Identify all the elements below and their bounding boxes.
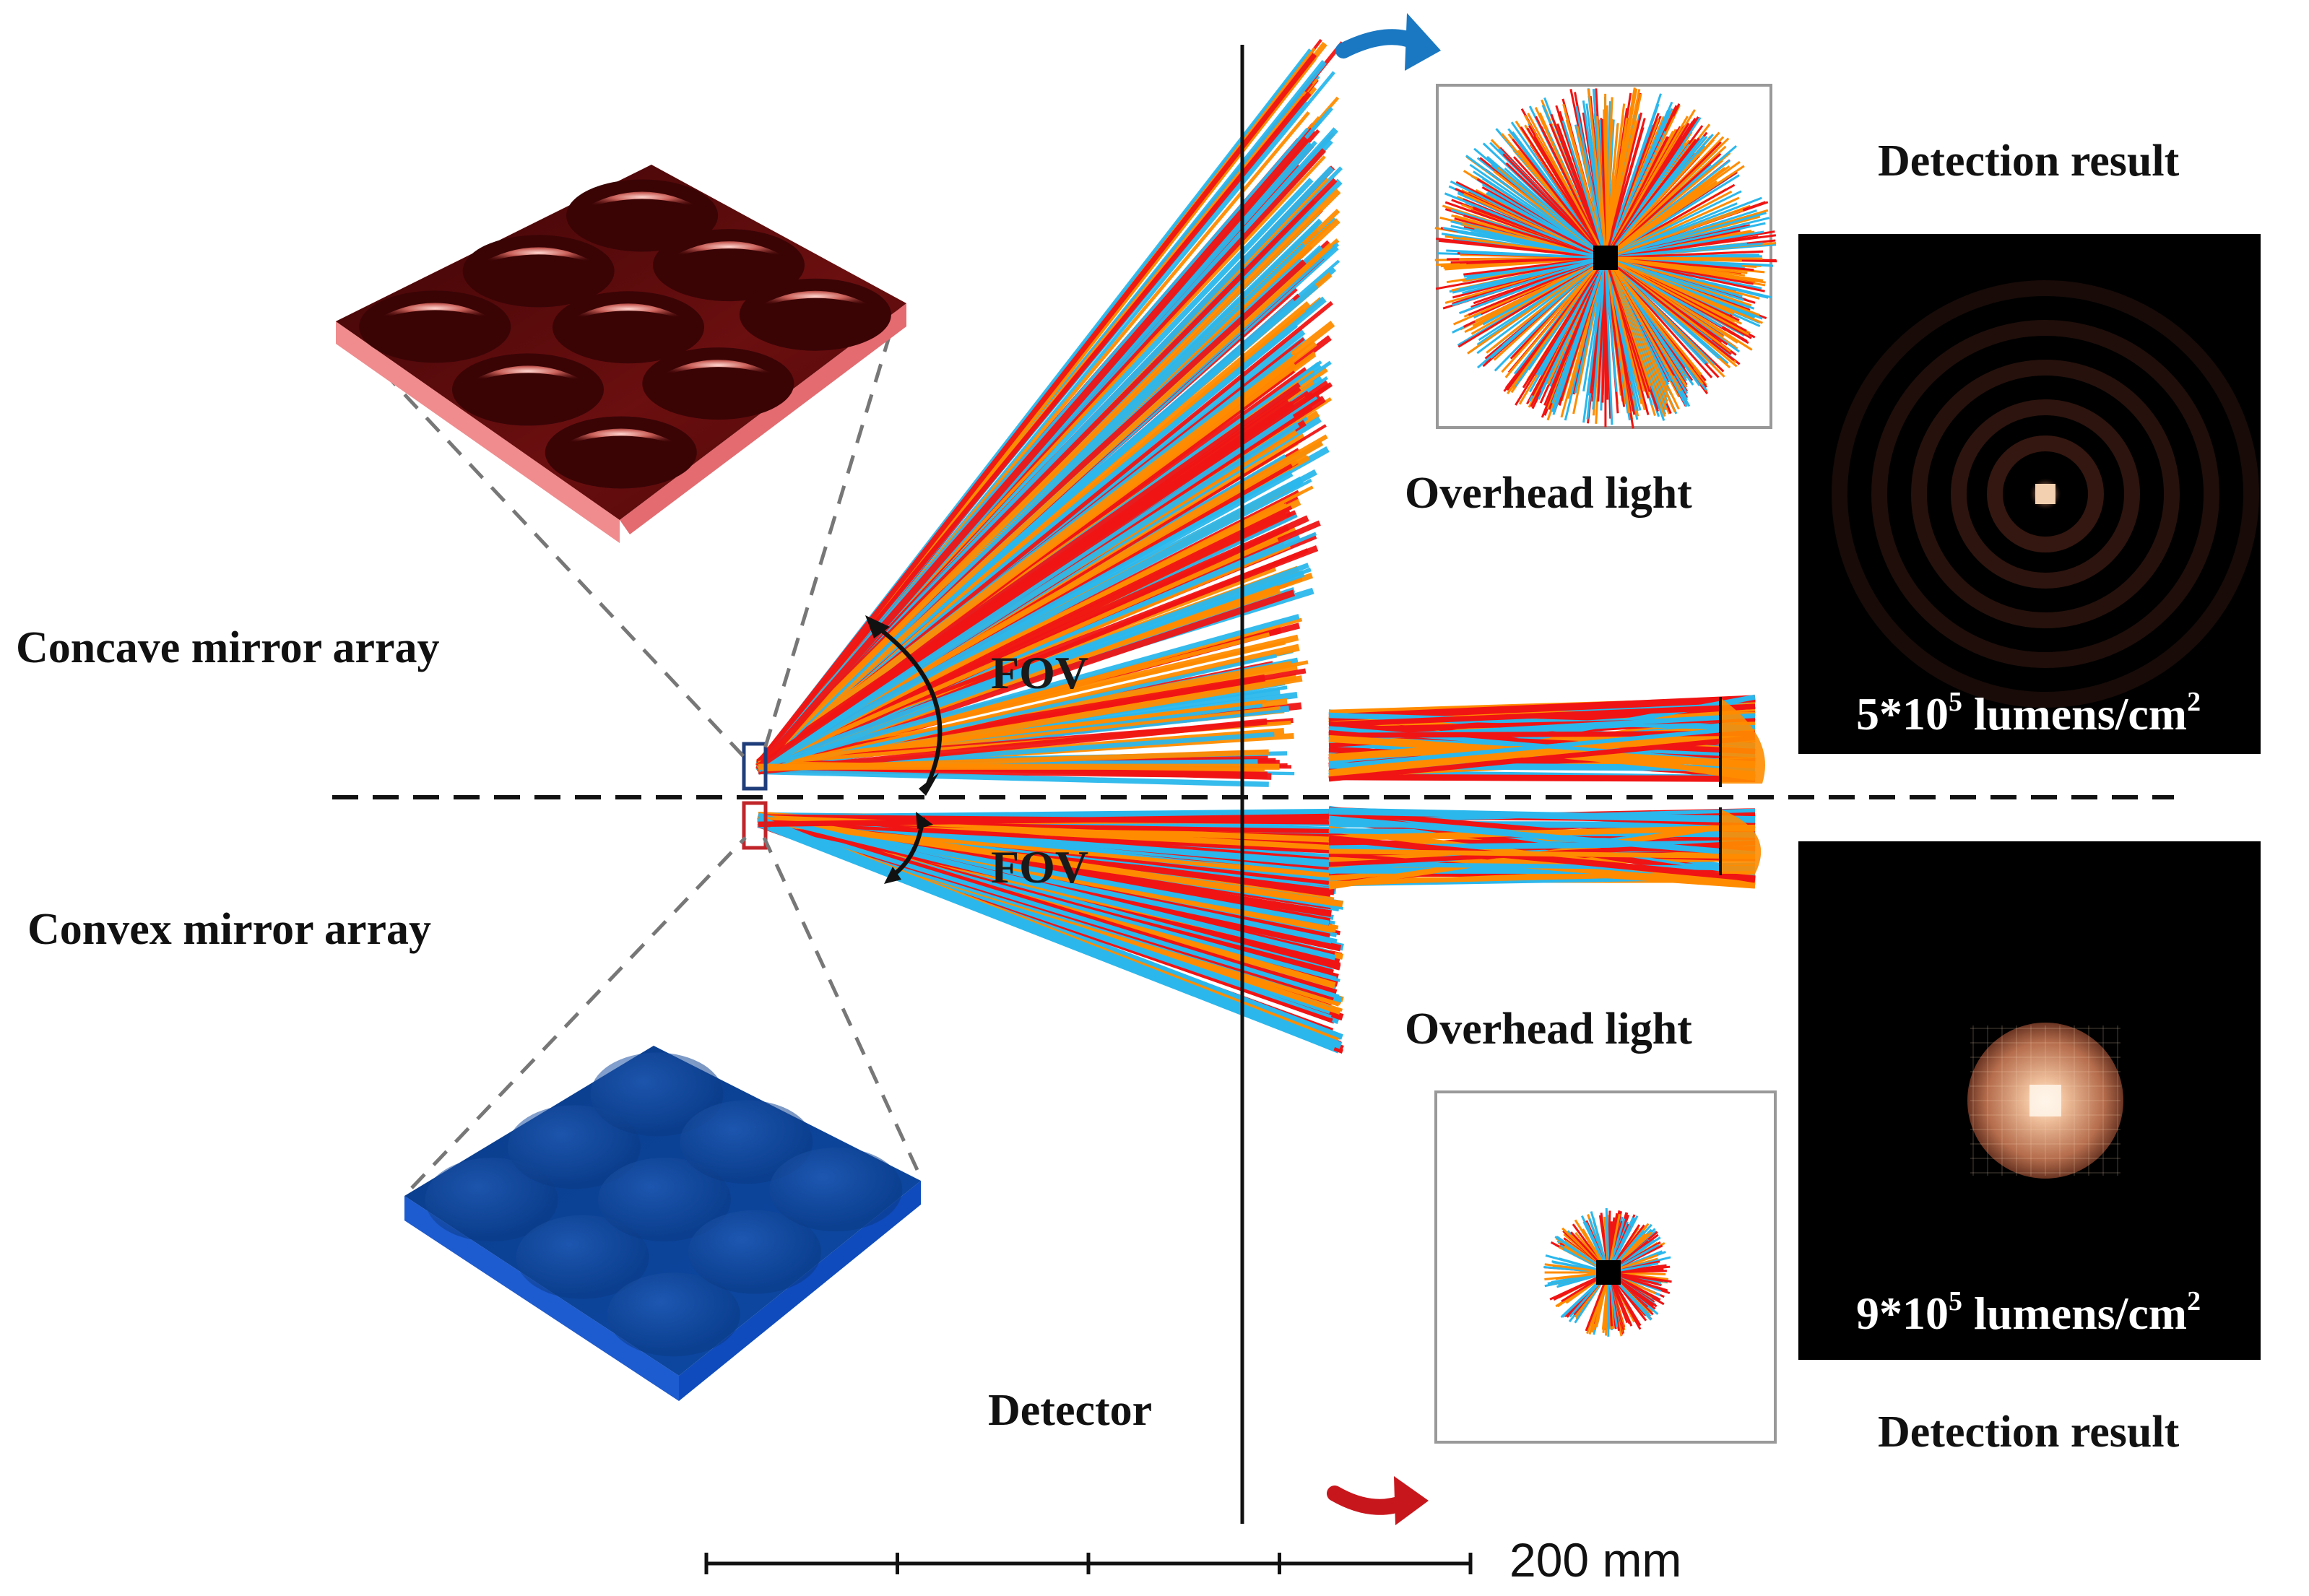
detection-result-bottom-label: Detection result bbox=[1878, 1408, 2180, 1457]
detection-result-top-label: Detection result bbox=[1878, 136, 2180, 186]
overhead-light-top-label: Overhead light bbox=[1405, 469, 1692, 518]
overhead-light-bottom-label: Overhead light bbox=[1405, 1005, 1692, 1054]
detector-label: Detector bbox=[988, 1386, 1153, 1435]
scale-bar-label: 200 mm bbox=[1509, 1533, 1682, 1587]
detection-result-top-panel bbox=[1798, 234, 2261, 754]
fov-arrow-top bbox=[872, 623, 943, 785]
fov-top-label: FOV bbox=[991, 647, 1089, 698]
concave-mirror-array-label: Concave mirror array bbox=[16, 623, 440, 672]
zoom-lines bbox=[338, 303, 919, 1189]
overhead-light-bottom-box bbox=[1434, 1090, 1777, 1444]
concave-mirror-tile bbox=[336, 165, 906, 543]
detection-value-top: 5*105 lumens/cm2 bbox=[1856, 687, 2201, 740]
detection-value-bottom: 9*105 lumens/cm2 bbox=[1856, 1286, 2201, 1339]
convex-mirror-tile bbox=[404, 1046, 921, 1401]
convex-mirror-array-label: Convex mirror array bbox=[27, 905, 431, 954]
overhead-light-top-box bbox=[1434, 84, 1777, 429]
concave-marker-box bbox=[742, 742, 768, 791]
fov-bottom-label: FOV bbox=[991, 841, 1089, 893]
red-curved-arrow bbox=[1327, 1476, 1429, 1525]
detection-result-bottom-panel bbox=[1798, 841, 2261, 1360]
blue-curved-arrow bbox=[1335, 13, 1441, 71]
scale-bar bbox=[704, 1553, 1473, 1574]
convex-marker-box bbox=[742, 801, 768, 850]
